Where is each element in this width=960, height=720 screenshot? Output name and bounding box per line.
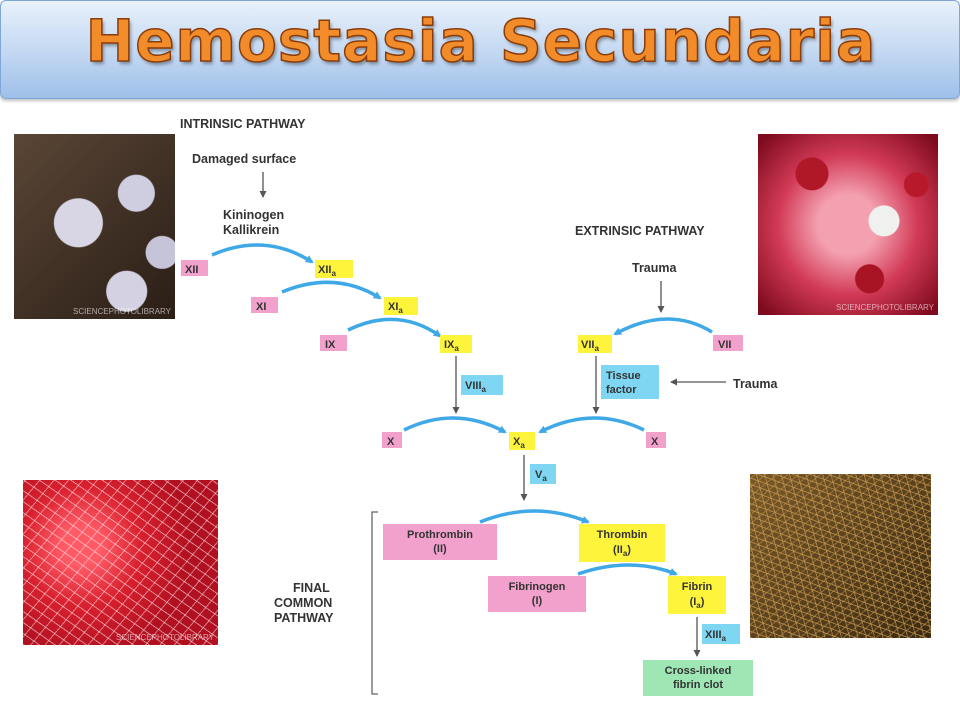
fibrin-mesh-image [750,474,931,638]
factor-xia-label: XIa [388,301,403,315]
blood-vessel-cells-image: SCIENCEPHOTOLIBRARY [758,134,938,315]
intrinsic-heading: INTRINSIC PATHWAY [180,117,306,131]
thrombin-box [579,524,665,562]
factor-label: factor [606,384,637,396]
kininogen-label: Kininogen [223,208,284,222]
damaged-surface-label: Damaged surface [192,152,296,166]
common-pathway-bracket [371,511,378,695]
fibrinogen-label: Fibrinogen [509,581,566,593]
x-activation-left-arrow [403,416,507,434]
tissue-label: Tissue [606,370,641,382]
factor-xi-box [251,297,278,313]
factor-xii-label: XII [185,264,198,276]
page-title: Hemostasia Secundaria [85,6,877,76]
factor-viiia-label: VIIIa [465,380,487,394]
factor-va-box [530,464,556,484]
factor-xii-box [181,260,208,276]
title-banner: Hemostasia Secundaria [0,0,960,99]
factor-viia-label: VIIa [581,339,599,353]
fibrin-code: (Ia) [690,596,705,610]
factor-ixa-box [440,335,472,353]
factor-xa-box [509,432,535,450]
factor-x-left-box [382,432,402,448]
thrombin-label: Thrombin [597,529,648,541]
factor-vii-box [713,335,743,351]
tissue-factor-box [601,365,659,399]
prothrombin-label: Prothrombin [407,529,473,541]
photo-watermark: SCIENCEPHOTOLIBRARY [836,303,934,312]
factor-xiiia-label: XIIIa [705,629,727,643]
factor-viia-box [578,335,612,353]
photo-watermark: SCIENCEPHOTOLIBRARY [73,307,171,316]
fibrinogen-box [488,576,586,612]
factor-xia-box [384,297,418,315]
factor-xa-label: Xa [513,436,525,450]
fibrinogen-code: (I) [532,595,543,607]
factor-xiiia-box [702,624,740,644]
photo-watermark: SCIENCEPHOTOLIBRARY [116,633,214,642]
factor-vii-label: VII [718,339,731,351]
factor-x-right-label: X [651,436,659,448]
x-activation-right-arrow [538,416,645,434]
thrombin-code: (IIa) [613,544,631,558]
factor-xi-label: XI [256,301,266,313]
fibrin-label: Fibrin [682,581,713,593]
factor-ixa-label: IXa [444,339,459,353]
factor-x-right-box [646,432,666,448]
factor-va-label: Va [535,469,547,483]
factor-x-left-label: X [387,436,395,448]
platelets-micrograph: SCIENCEPHOTOLIBRARY [14,134,175,319]
prothrombin-box [383,524,497,560]
xii-activation-arrow [211,243,314,264]
clot-label-line1: Cross-linked [665,665,732,677]
factor-ix-box [320,335,347,351]
factor-ix-label: IX [325,339,336,351]
clot-label-line2: fibrin clot [673,679,723,691]
pathway-label: PATHWAY [274,611,334,625]
fibrinogen-activation-arrow [577,563,678,576]
factor-viiia-box [461,375,503,395]
prothrombin-activation-arrow [479,509,590,524]
factor-xiia-label: XIIa [318,264,336,278]
ix-activation-arrow [347,317,442,338]
extrinsic-heading: EXTRINSIC PATHWAY [575,224,705,238]
trauma-side-label: Trauma [733,377,779,391]
prothrombin-code: (II) [433,543,447,555]
vii-activation-arrow [613,317,713,336]
factor-xiia-box [315,260,353,278]
final-label: FINAL [293,581,330,595]
trauma-top-label: Trauma [632,261,678,275]
common-label: COMMON [274,596,332,610]
kallikrein-label: Kallikrein [223,223,279,237]
xi-activation-arrow [281,280,382,300]
red-blood-cells-fibrin-image: SCIENCEPHOTOLIBRARY [23,480,218,645]
fibrin-box [668,576,726,614]
fibrin-clot-box [643,660,753,696]
